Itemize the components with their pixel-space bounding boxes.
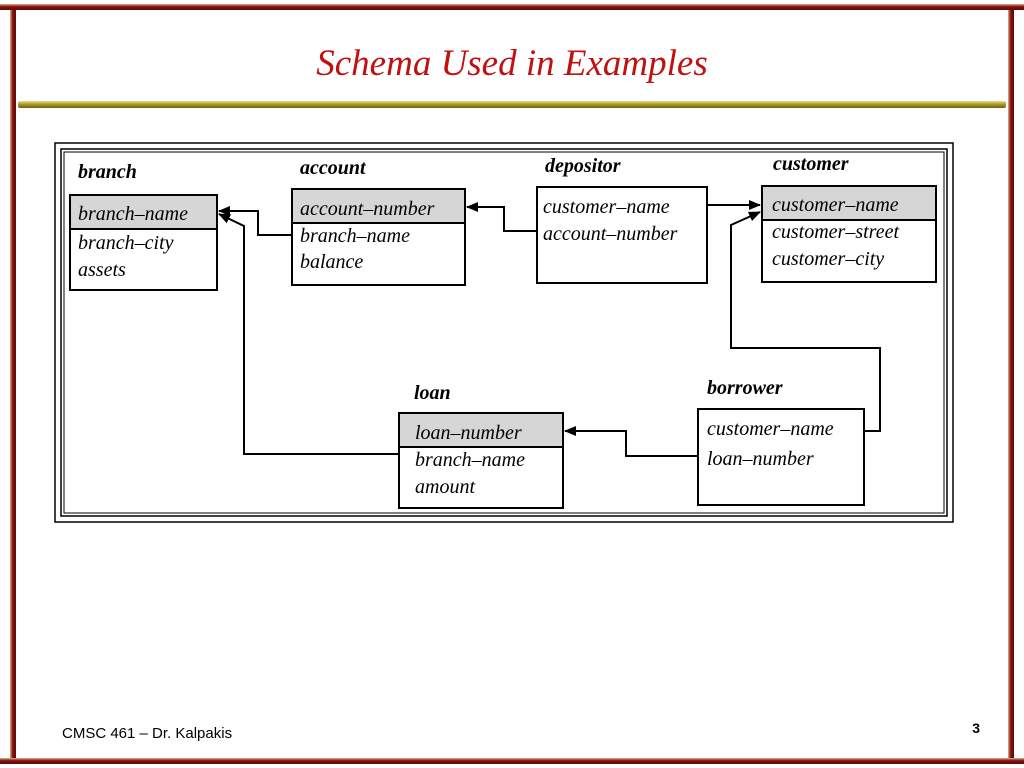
link-depositor-to-account (466, 202, 537, 232)
link-borrower-to-loan (564, 426, 698, 457)
attr-borrower-customer-name: customer–name (707, 418, 834, 440)
page-number: 3 (972, 720, 980, 736)
diagram-innermost-frame (63, 151, 945, 514)
attr-depositor-account-number: account–number (543, 223, 678, 245)
link-borrower-to-customer (730, 211, 881, 432)
table-depositor: depositor customer–name account–number (536, 155, 708, 284)
key-attr-account: account–number (300, 198, 435, 220)
table-name-depositor: depositor (545, 155, 621, 177)
key-highlight-loan (400, 414, 562, 447)
attr-branch-assets: assets (78, 259, 126, 281)
key-highlight-customer (763, 187, 935, 220)
title-rule (18, 101, 1006, 108)
diagram-outer-frame (54, 142, 954, 523)
table-branch: branch branch–name branch–city assets (69, 161, 218, 291)
diagram-inner-frame (60, 148, 948, 517)
table-loan: loan loan–number branch–name amount (398, 382, 564, 509)
link-loan-to-branch (218, 213, 399, 455)
left-border (10, 10, 16, 758)
table-name-account: account (300, 157, 367, 179)
key-attr-branch: branch–name (78, 203, 188, 225)
table-borrower: borrower customer–name loan–number (697, 377, 865, 506)
attr-loan-branch-name: branch–name (415, 449, 525, 471)
link-account-to-branch (218, 206, 292, 236)
key-attr-loan: loan–number (415, 422, 522, 444)
right-border (1008, 10, 1014, 758)
top-border (0, 4, 1024, 10)
table-name-branch: branch (78, 161, 137, 183)
key-highlight-account (293, 190, 464, 223)
attr-customer-street: customer–street (772, 221, 899, 243)
table-name-customer: customer (773, 153, 849, 175)
slide-title: Schema Used in Examples (316, 43, 708, 84)
key-attr-customer: customer–name (772, 194, 899, 216)
attr-account-branch-name: branch–name (300, 225, 410, 247)
key-highlight-branch (71, 196, 216, 229)
bottom-border (0, 758, 1024, 764)
table-name-loan: loan (414, 382, 451, 404)
table-customer: customer customer–name customer–street c… (761, 153, 937, 283)
table-name-borrower: borrower (707, 377, 783, 399)
table-account: account account–number branch–name balan… (291, 157, 466, 286)
attr-branch-city: branch–city (78, 232, 174, 254)
attr-customer-city: customer–city (772, 248, 884, 270)
attr-loan-amount: amount (415, 476, 475, 498)
attr-borrower-loan-number: loan–number (707, 448, 814, 470)
table-box-borrower (697, 408, 865, 506)
attr-account-balance: balance (300, 251, 363, 273)
footer-course: CMSC 461 – Dr. Kalpakis (62, 725, 233, 742)
table-box-depositor (536, 186, 708, 284)
attr-depositor-customer-name: customer–name (543, 196, 670, 218)
